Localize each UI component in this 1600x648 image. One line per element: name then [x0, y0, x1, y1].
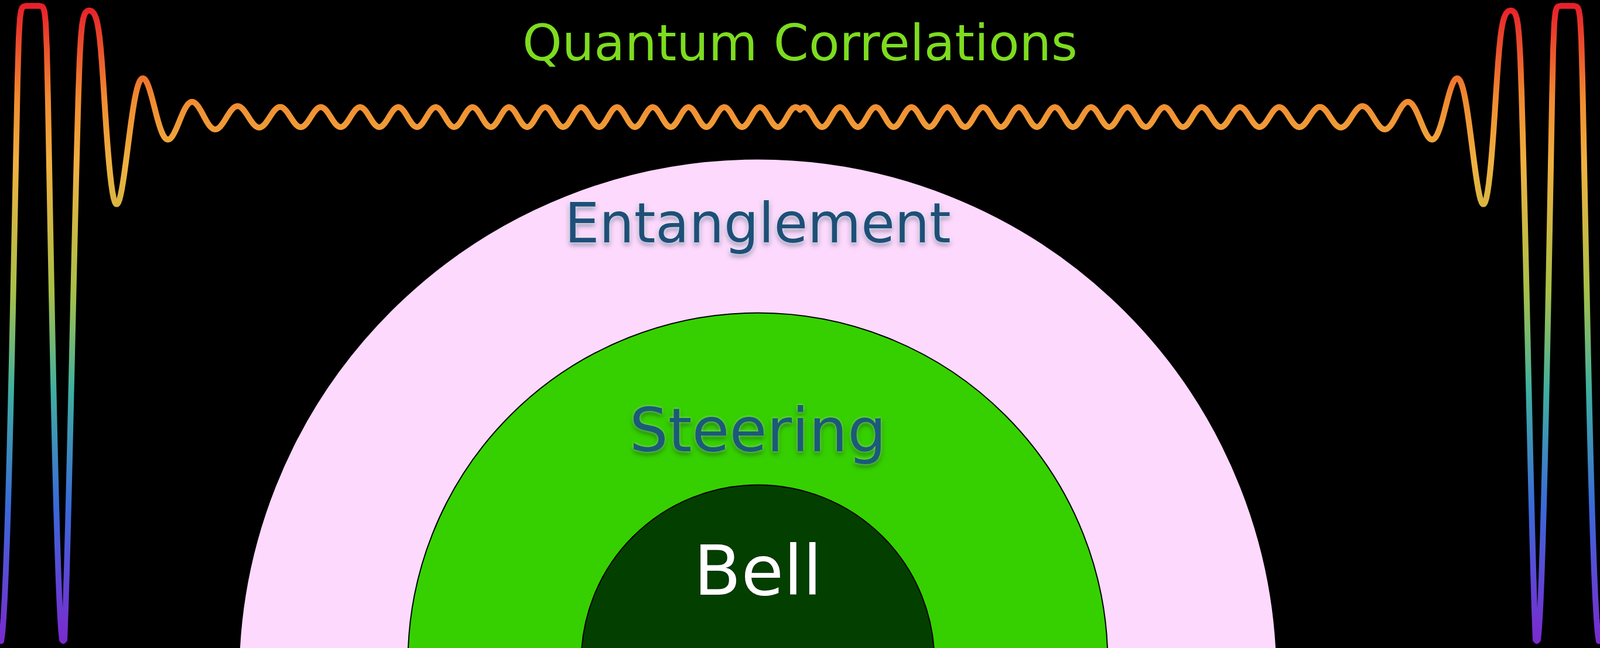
nested-region: Bell	[580, 484, 936, 648]
region-label: Entanglement	[237, 190, 1278, 257]
region-label: Steering	[407, 394, 1109, 468]
title: Quantum Correlations	[0, 12, 1600, 74]
nested-region: EntanglementSteeringBell	[237, 158, 1278, 648]
region-circle	[408, 313, 1109, 648]
region-label: Bell	[580, 530, 936, 614]
nested-region: SteeringBell	[407, 312, 1109, 648]
